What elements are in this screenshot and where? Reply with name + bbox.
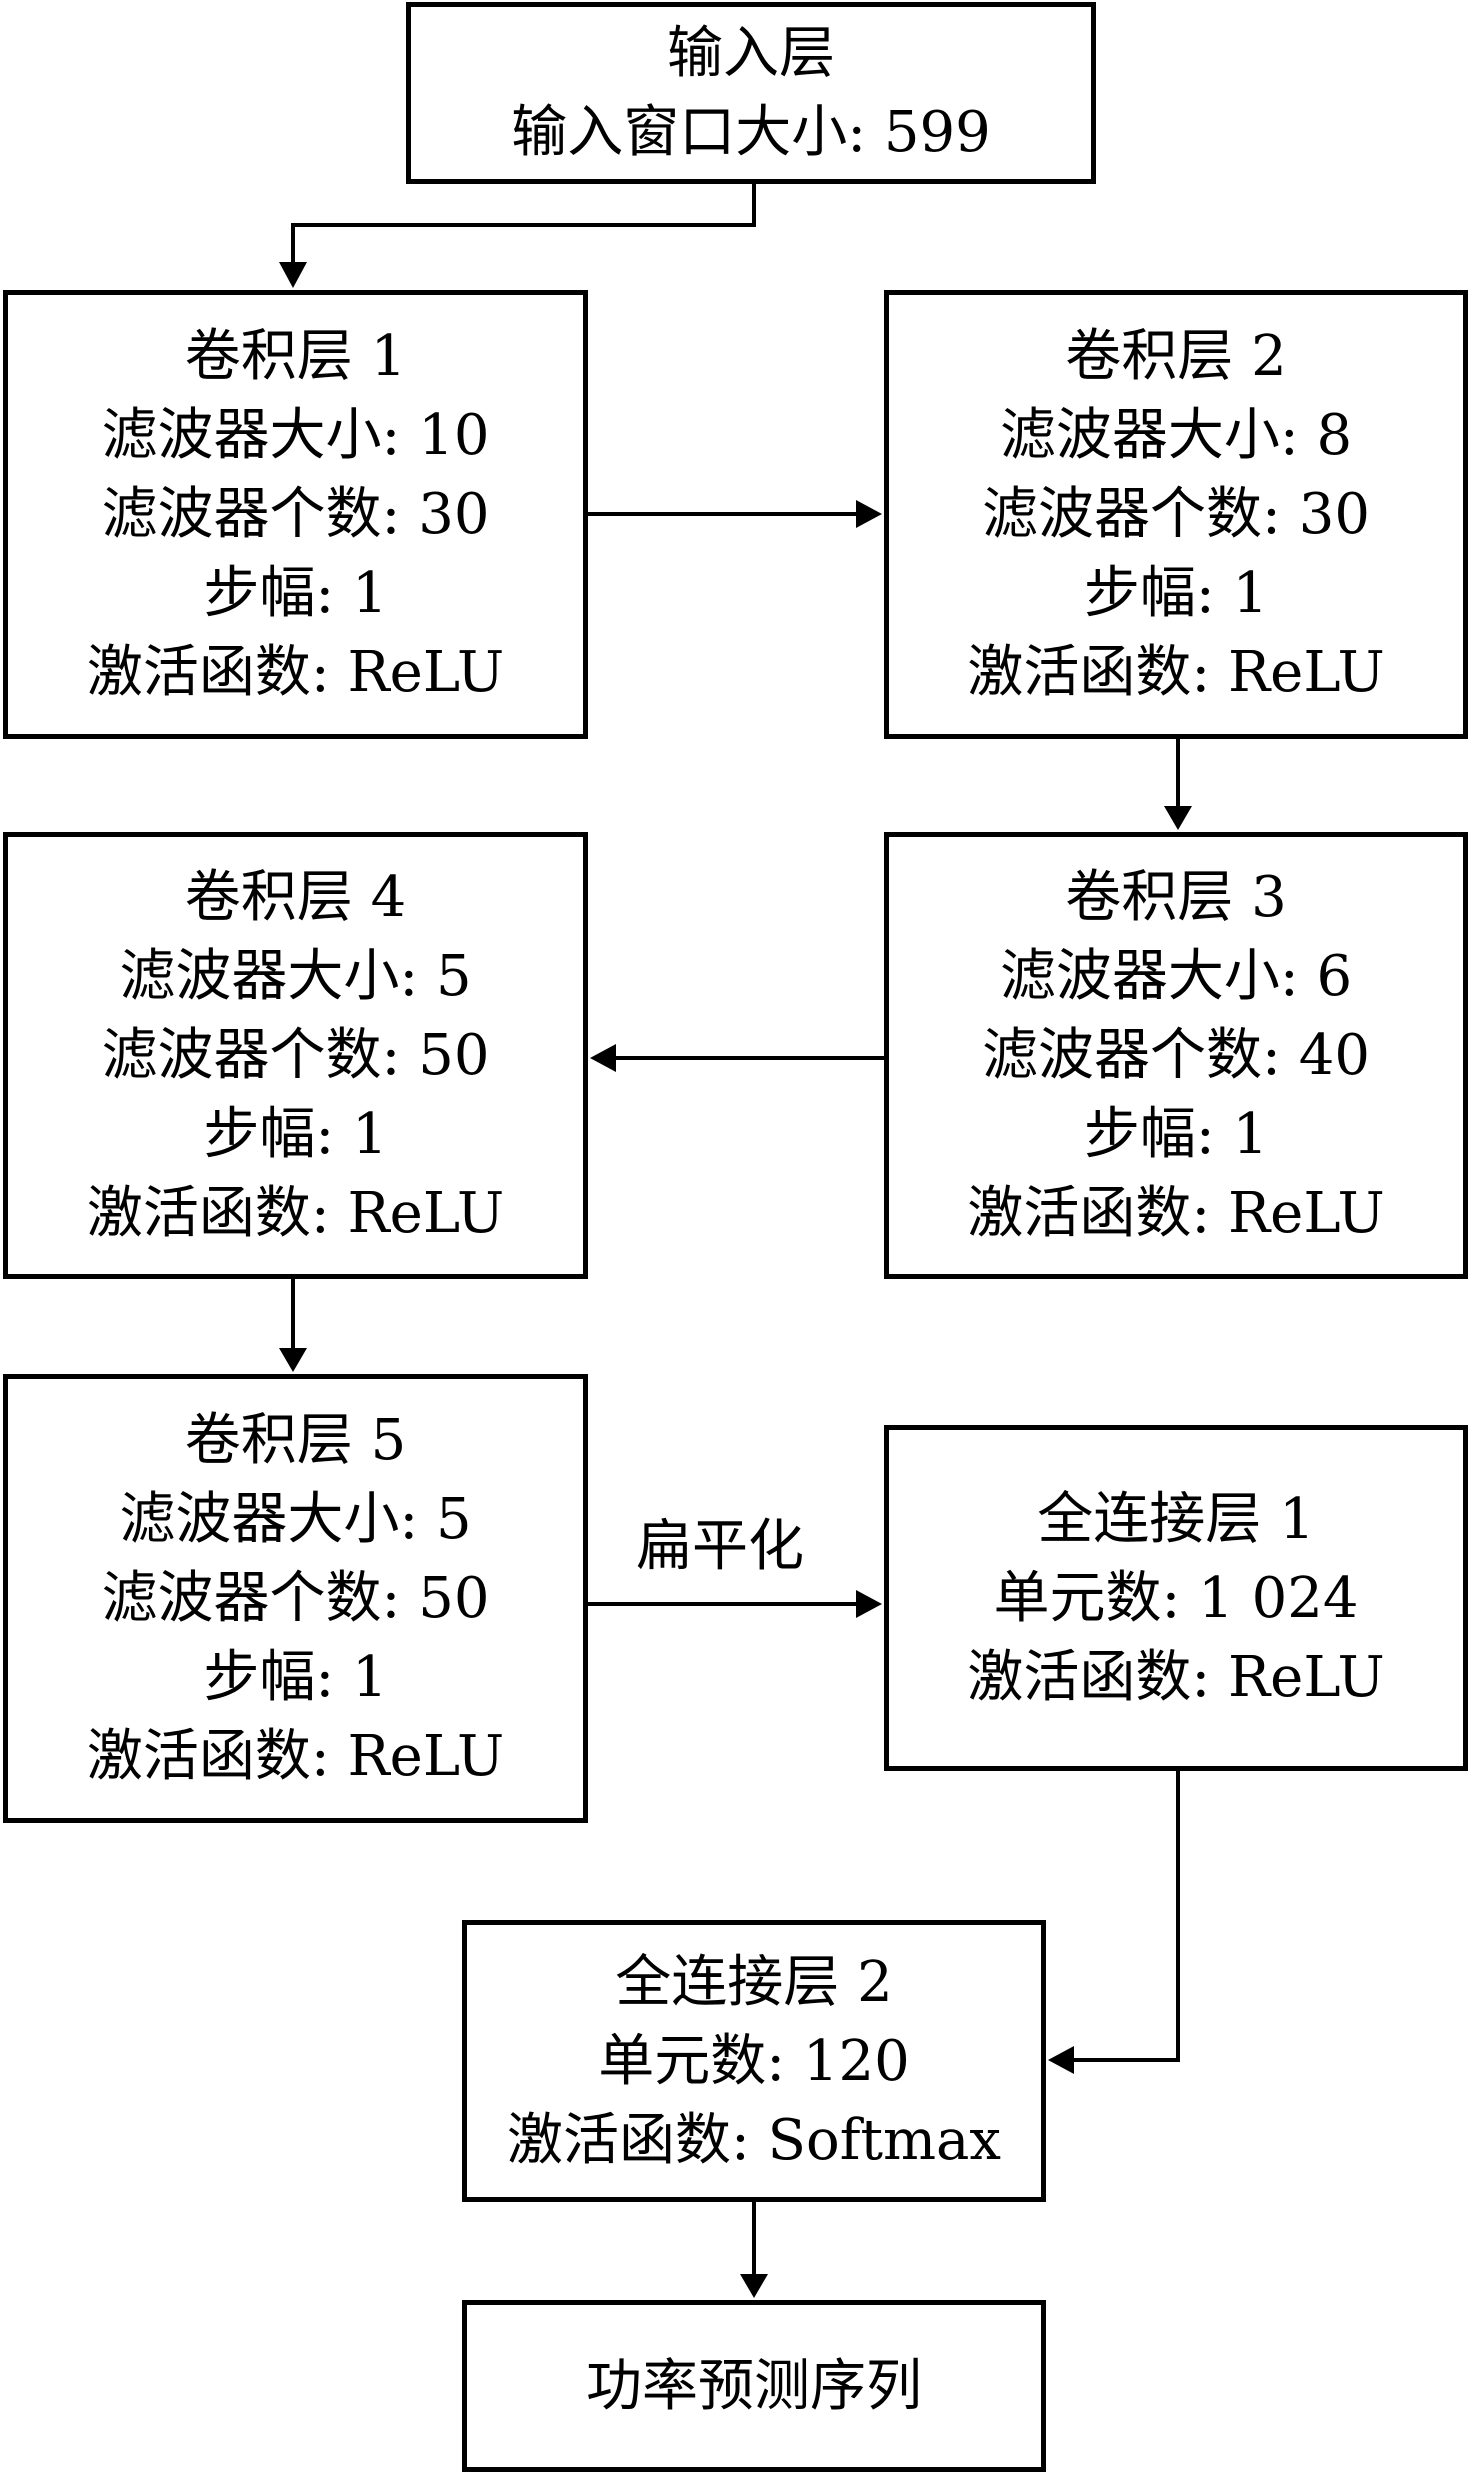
arrowhead-fc1 xyxy=(856,1590,882,1618)
conv-layer-3-activation: 激活函数: ReLU xyxy=(967,1181,1385,1246)
conv-layer-5-stride: 步幅: 1 xyxy=(203,1645,388,1710)
conv-layer-4-title: 卷积层 4 xyxy=(184,865,407,930)
conv-layer-1-title: 卷积层 1 xyxy=(184,324,407,389)
conv-layer-4-stride: 步幅: 1 xyxy=(203,1102,388,1167)
conv-layer-5-activation: 激活函数: ReLU xyxy=(86,1724,505,1789)
conv-layer-3-title: 卷积层 3 xyxy=(1065,865,1287,930)
conv-layer-2-box: 卷积层 2 滤波器大小: 8 滤波器个数: 30 步幅: 1 激活函数: ReL… xyxy=(884,290,1468,739)
conv-layer-1-activation: 激活函数: ReLU xyxy=(86,640,505,705)
conv-layer-5-title: 卷积层 5 xyxy=(184,1408,407,1473)
flatten-label: 扁平化 xyxy=(636,1514,804,1579)
conv-layer-2-activation: 激活函数: ReLU xyxy=(967,640,1385,705)
conv-layer-4-filter-count: 滤波器个数: 50 xyxy=(101,1023,490,1088)
conv-layer-1-filter-count: 滤波器个数: 30 xyxy=(101,482,490,547)
conv-layer-1-filter-size: 滤波器大小: 10 xyxy=(101,403,490,468)
output-title: 功率预测序列 xyxy=(586,2353,922,2419)
fc-layer-1-title: 全连接层 1 xyxy=(1037,1486,1315,1552)
fc-layer-2-title: 全连接层 2 xyxy=(615,1949,893,2015)
arrowhead-conv2 xyxy=(856,500,882,528)
fully-connected-layer-2-box: 全连接层 2 单元数: 120 激活函数: Softmax xyxy=(462,1920,1046,2202)
arrowhead-output xyxy=(740,2274,768,2298)
arrow-fc1-to-fc2 xyxy=(1074,1771,1180,2062)
output-box: 功率预测序列 xyxy=(462,2300,1046,2472)
arrowhead-conv5 xyxy=(279,1348,307,1372)
conv-layer-2-title: 卷积层 2 xyxy=(1065,324,1287,389)
input-layer-box: 输入层 输入窗口大小: 599 xyxy=(406,2,1096,184)
fc-layer-1-units: 单元数: 1 024 xyxy=(993,1565,1359,1631)
conv-layer-5-filter-count: 滤波器个数: 50 xyxy=(101,1566,490,1631)
conv-layer-5-filter-size: 滤波器大小: 5 xyxy=(119,1487,472,1552)
arrowhead-conv4 xyxy=(590,1044,616,1072)
input-window-size: 输入窗口大小: 599 xyxy=(511,100,991,165)
conv-layer-4-filter-size: 滤波器大小: 5 xyxy=(119,944,472,1009)
conv-layer-4-box: 卷积层 4 滤波器大小: 5 滤波器个数: 50 步幅: 1 激活函数: ReL… xyxy=(3,832,588,1279)
conv-layer-2-stride: 步幅: 1 xyxy=(1083,561,1269,626)
conv-layer-3-filter-size: 滤波器大小: 6 xyxy=(999,944,1353,1009)
arrowhead-conv3 xyxy=(1164,806,1192,830)
conv-layer-2-filter-count: 滤波器个数: 30 xyxy=(982,482,1370,547)
conv-layer-3-stride: 步幅: 1 xyxy=(1083,1102,1269,1167)
conv-layer-4-activation: 激活函数: ReLU xyxy=(86,1181,505,1246)
conv-layer-3-filter-count: 滤波器个数: 40 xyxy=(982,1023,1370,1088)
input-layer-title: 输入层 xyxy=(667,21,835,86)
arrowhead-conv1 xyxy=(279,262,307,288)
conv-layer-1-box: 卷积层 1 滤波器大小: 10 滤波器个数: 30 步幅: 1 激活函数: Re… xyxy=(3,290,588,739)
fc-layer-2-units: 单元数: 120 xyxy=(598,2028,910,2094)
conv-layer-3-box: 卷积层 3 滤波器大小: 6 滤波器个数: 40 步幅: 1 激活函数: ReL… xyxy=(884,832,1468,1279)
fc-layer-2-activation: 激活函数: Softmax xyxy=(506,2107,1002,2173)
arrow-input-to-conv1 xyxy=(291,184,756,262)
fully-connected-layer-1-box: 全连接层 1 单元数: 1 024 激活函数: ReLU xyxy=(884,1425,1468,1771)
arrowhead-fc2 xyxy=(1048,2046,1074,2074)
conv-layer-1-stride: 步幅: 1 xyxy=(203,561,388,626)
fc-layer-1-activation: 激活函数: ReLU xyxy=(967,1644,1385,1710)
conv-layer-2-filter-size: 滤波器大小: 8 xyxy=(999,403,1353,468)
conv-layer-5-box: 卷积层 5 滤波器大小: 5 滤波器个数: 50 步幅: 1 激活函数: ReL… xyxy=(3,1374,588,1823)
